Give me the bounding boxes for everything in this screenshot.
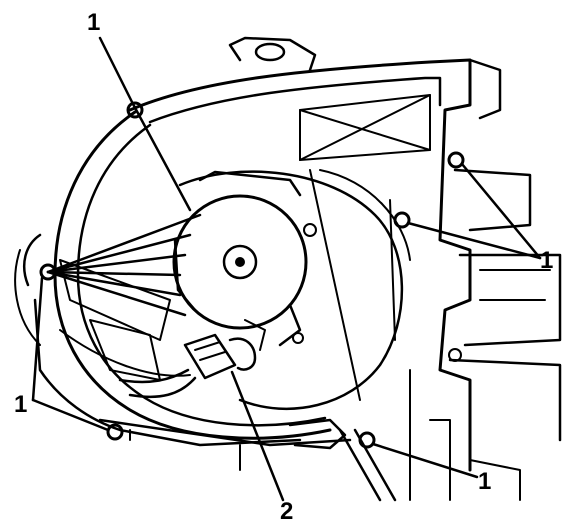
blower-wheel: [178, 169, 411, 411]
callout-label-right: 1: [540, 247, 553, 274]
lower-duct-and-wiring: [98, 169, 397, 502]
blower-motor: [172, 170, 308, 347]
screw-top-left: [126, 101, 144, 119]
callout-label-left: 1: [14, 391, 27, 418]
motor-electrical-connector: [118, 319, 266, 399]
screw-bottom-right: [358, 431, 376, 449]
motor-mounting-bracket: [46, 213, 202, 381]
screw-bottom-left: [106, 423, 124, 441]
screw-top-right: [447, 151, 465, 169]
callout-leaders: [31, 36, 542, 502]
screw-right-middle: [393, 211, 411, 229]
callout-label-top-left: 1: [87, 9, 100, 36]
screw-left: [39, 263, 57, 281]
callout-label-bottom-right: 1: [478, 468, 491, 495]
blower-housing: [128, 36, 562, 501]
mounting-screws: [39, 101, 465, 449]
blower-scroll: [14, 110, 332, 447]
callout-label-connector: 2: [280, 498, 293, 525]
